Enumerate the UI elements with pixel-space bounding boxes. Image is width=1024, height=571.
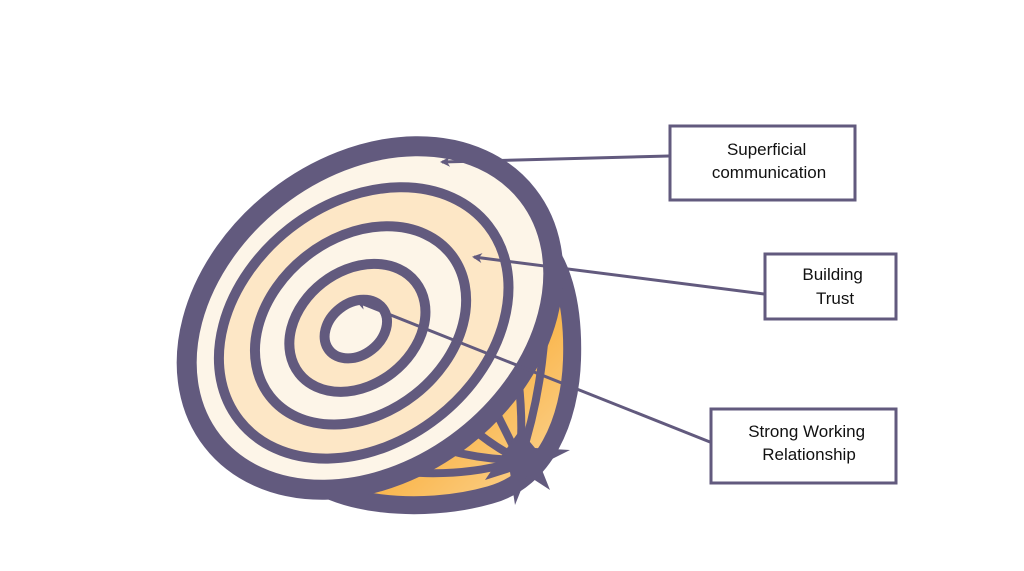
arrow-trust (472, 253, 765, 296)
label-line: Trust (816, 289, 854, 308)
svg-text:Strong Working Relations: Strong Working Relationship (748, 422, 870, 464)
label-line: Relationship (762, 445, 856, 464)
connectors (356, 154, 765, 444)
label-line: communication (712, 163, 826, 182)
label-strong-working-relationship: Strong Working Relationship (709, 407, 898, 485)
label-line: Superficial (727, 140, 806, 159)
svg-text:Superficial communicatio: Superficial communication (712, 140, 826, 182)
root-star-icon (485, 430, 570, 505)
label-building-trust: Building Trust (763, 252, 898, 321)
label-line: Building (802, 265, 863, 284)
arrow-relationship (356, 300, 711, 444)
label-line: Strong Working (748, 422, 865, 441)
onion-cut-face (176, 136, 564, 500)
svg-text:Building Trust: Building Trust (802, 265, 867, 308)
label-superficial-communication: Superficial communication (668, 124, 857, 202)
arrow-superficial (440, 154, 670, 167)
